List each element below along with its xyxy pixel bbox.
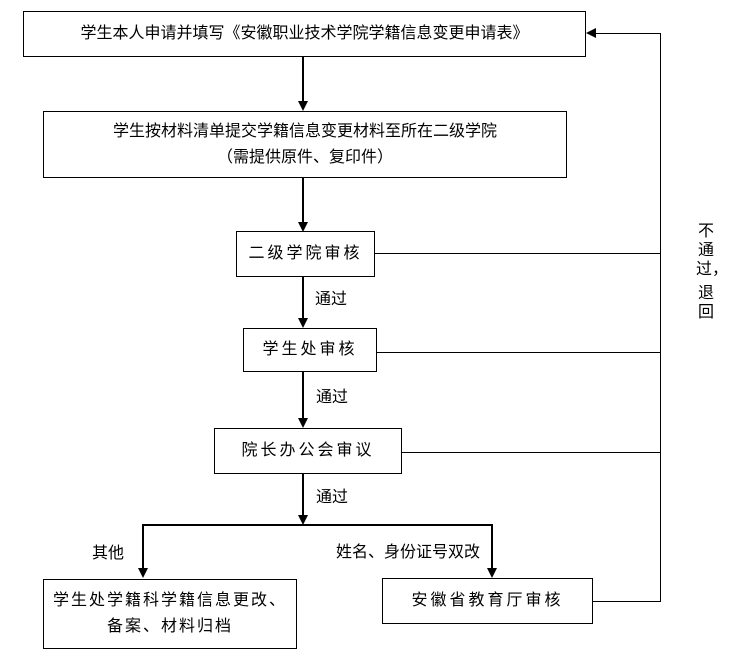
connector-branch-split	[142, 524, 493, 526]
node-provincial-review-label: 安徽省教育厅审核	[411, 592, 564, 609]
arrowhead-down-icon	[138, 568, 148, 578]
node-apply-label: 学生本人申请并填写《安徽职业技术学院学籍信息变更申请表》	[80, 25, 529, 42]
arrowhead-down-icon	[298, 318, 308, 328]
connector-college-to-reject	[375, 253, 660, 254]
connector-reject-to-apply	[596, 33, 660, 34]
node-student-affairs-review-label: 学生处审核	[262, 341, 358, 358]
arrowhead-down-icon	[298, 101, 308, 111]
arrowhead-down-icon	[298, 222, 308, 232]
node-submit-materials: 学生按材料清单提交学籍信息变更材料至所在二级学院（需提供原件、复印件）	[43, 111, 567, 178]
arrowhead-down-icon	[487, 568, 497, 578]
arrowhead-down-icon	[298, 418, 308, 428]
connector-apply-to-submit	[302, 57, 304, 101]
connector-reject-vertical	[660, 33, 661, 602]
connector-branch-right	[491, 524, 493, 568]
connector-meeting-to-branch	[302, 474, 304, 515]
label-pass-2: 通过	[316, 389, 349, 406]
label-pass-1: 通过	[315, 291, 348, 308]
node-submit-materials-label: 学生按材料清单提交学籍信息变更材料至所在二级学院（需提供原件、复印件）	[112, 122, 497, 166]
node-archive: 学生处学籍科学籍信息更改、备案、材料归档	[43, 579, 297, 649]
arrowhead-down-icon	[298, 515, 308, 525]
node-apply: 学生本人申请并填写《安徽职业技术学院学籍信息变更申请表》	[23, 11, 586, 57]
label-other-branch: 其他	[92, 545, 125, 562]
connector-meeting-to-reject	[402, 452, 660, 453]
label-reject-return: 不通过，退回	[696, 223, 729, 321]
node-provincial-review: 安徽省教育厅审核	[382, 578, 593, 624]
connector-submit-to-college	[302, 178, 304, 222]
connector-branch-left	[142, 524, 144, 568]
node-presidents-meeting-label: 院长办公会审议	[241, 442, 375, 459]
node-college-review: 二级学院审核	[236, 231, 375, 277]
node-presidents-meeting: 院长办公会审议	[214, 428, 402, 474]
node-college-review-label: 二级学院审核	[248, 245, 363, 262]
connector-student-affairs-to-reject	[377, 352, 660, 353]
arrowhead-left-icon	[586, 28, 596, 38]
connector-provincial-to-reject	[593, 601, 660, 602]
label-pass-3: 通过	[316, 489, 349, 506]
connector-college-to-student-affairs	[302, 277, 304, 318]
node-archive-label: 学生处学籍科学籍信息更改、备案、材料归档	[52, 592, 287, 635]
label-name-id-branch: 姓名、身份证号双改	[336, 544, 481, 561]
connector-student-affairs-to-meeting	[302, 372, 304, 418]
node-student-affairs-review: 学生处审核	[243, 328, 377, 372]
